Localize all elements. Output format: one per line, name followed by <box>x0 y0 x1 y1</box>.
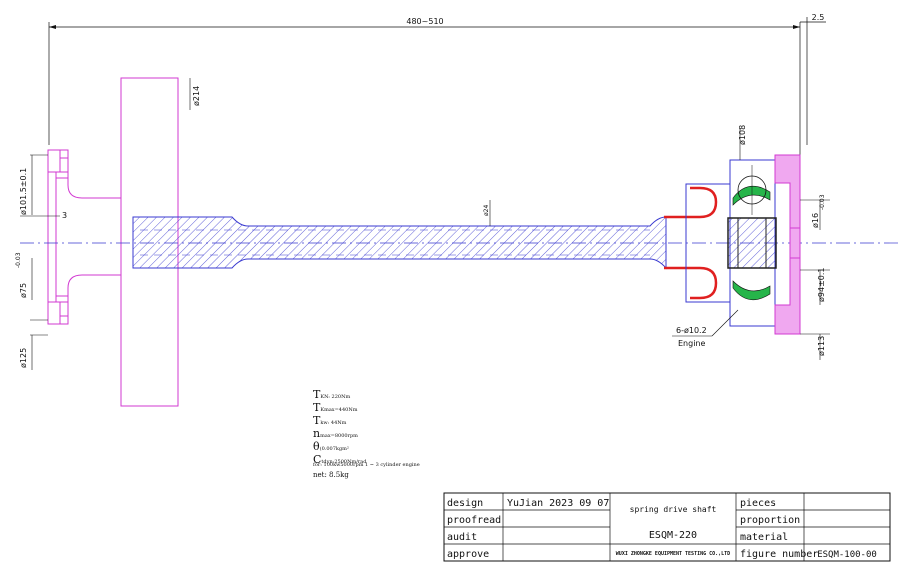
left-dimensions: ø101.5±0.1 ø75 -0.03 ø125 3 ø214 <box>15 78 201 370</box>
bolt-circle-label: ø101.5±0.1 <box>19 168 28 215</box>
pcd-dia-label: ø94±0.1 <box>817 268 826 303</box>
tb-row-approve: approve <box>447 549 489 560</box>
tb-company: WUXI ZHONGKE EQUIPMENT TESTING CO.,LTD <box>616 551 730 557</box>
tb-part-name: spring drive shaft <box>630 505 717 514</box>
spec-line: TKmax=440Nm <box>313 401 358 414</box>
total-length-label: 480~510 <box>406 17 443 26</box>
hub-dia-label: ø108 <box>738 125 747 145</box>
tb-field-figure-number: figure number <box>740 549 818 560</box>
tb-field-pieces: pieces <box>740 498 776 509</box>
tb-field-proportion: proportion <box>740 515 800 526</box>
spigot-dia-label: ø75 <box>19 283 28 298</box>
title-block: design proofread audit approve YuJian 20… <box>443 492 891 562</box>
spec-line: Ctdyn:2500Nm/rad <box>313 453 367 466</box>
spigot-tol-label: -0.03 <box>15 252 22 268</box>
tb-part-code: ESQM-220 <box>649 530 697 541</box>
tb-designer: YuJian 2023 09 07 <box>507 498 609 509</box>
tb-row-design: design <box>447 498 483 509</box>
gap-label: 3 <box>62 211 67 220</box>
bolt-holes-label: 6-ø10.2 <box>676 326 707 335</box>
spec-line: Tkw: 44Nm <box>313 414 347 427</box>
hole-tol-label: -0.03 <box>819 194 826 210</box>
spec-line: θ(0.007kgm² <box>313 440 349 453</box>
flange-outer-label: ø125 <box>19 348 28 368</box>
coupling-assembly: ø108 ø16 -0.03 ø94±0.1 ø113 6-ø10.2 Engi… <box>664 125 830 360</box>
tb-row-audit: audit <box>447 532 477 543</box>
spec-note: for: 100kw5000rpm 1 ~ 3 cylinder engine <box>313 462 420 468</box>
engine-label: Engine <box>678 339 705 348</box>
hole-dia-label: ø16 <box>811 213 820 228</box>
spec-line: nmax=8000rpm <box>313 427 358 440</box>
tb-figure-number: ESQM-100-00 <box>817 550 877 560</box>
spec-line: TKN: 220Nm <box>313 388 350 401</box>
right-offset-label: 2.5 <box>812 13 825 22</box>
tb-row-proofread: proofread <box>447 515 501 526</box>
flange-dia-label: ø214 <box>192 86 201 106</box>
overall-length-dimension: 480~510 2.5 <box>48 13 826 155</box>
outer-dia-label: ø113 <box>817 336 826 356</box>
tb-field-material: material <box>740 532 788 543</box>
spec-net: net: 8.5kg <box>313 471 349 479</box>
shaft-dia-label: ø24 <box>483 205 490 216</box>
